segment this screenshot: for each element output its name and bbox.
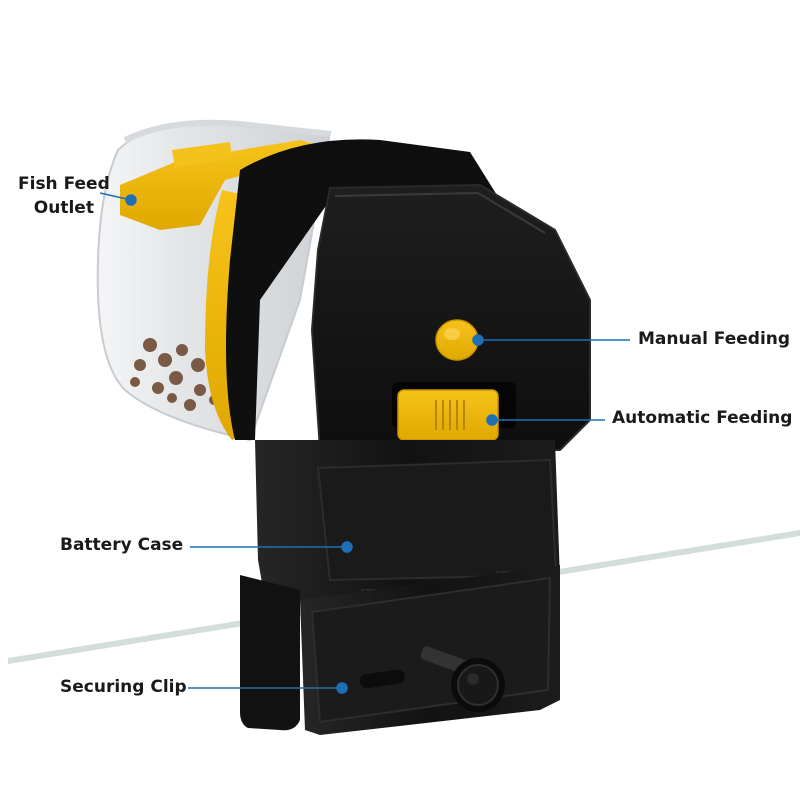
fish-feed-outlet-label: Fish Feed Outlet bbox=[18, 172, 110, 220]
callout-dot-securing-clip bbox=[336, 682, 348, 694]
securing-clip-label: Securing Clip bbox=[60, 677, 187, 697]
fish-feed-outlet-label-line1: Fish Feed bbox=[18, 174, 110, 194]
manual-feeding-label: Manual Feeding bbox=[638, 329, 791, 349]
fish-feed-outlet-label-line2: Outlet bbox=[33, 198, 94, 218]
clip-knob bbox=[451, 658, 505, 712]
automatic-feeding-switch bbox=[392, 382, 516, 441]
battery-case bbox=[255, 440, 560, 605]
battery-case-label: Battery Case bbox=[60, 535, 184, 555]
callout-dot-manual-feeding bbox=[472, 334, 484, 346]
callout-dot-fish-feed-outlet bbox=[125, 194, 137, 206]
callout-lines bbox=[99, 192, 630, 694]
manual-feeding-button bbox=[435, 319, 479, 361]
callout-dot-battery-case bbox=[341, 541, 353, 553]
callout-dot-automatic-feeding bbox=[486, 414, 498, 426]
securing-clip bbox=[240, 565, 560, 735]
feeder-housing bbox=[226, 139, 591, 451]
automatic-feeding-label: Automatic Feeding bbox=[612, 408, 793, 428]
